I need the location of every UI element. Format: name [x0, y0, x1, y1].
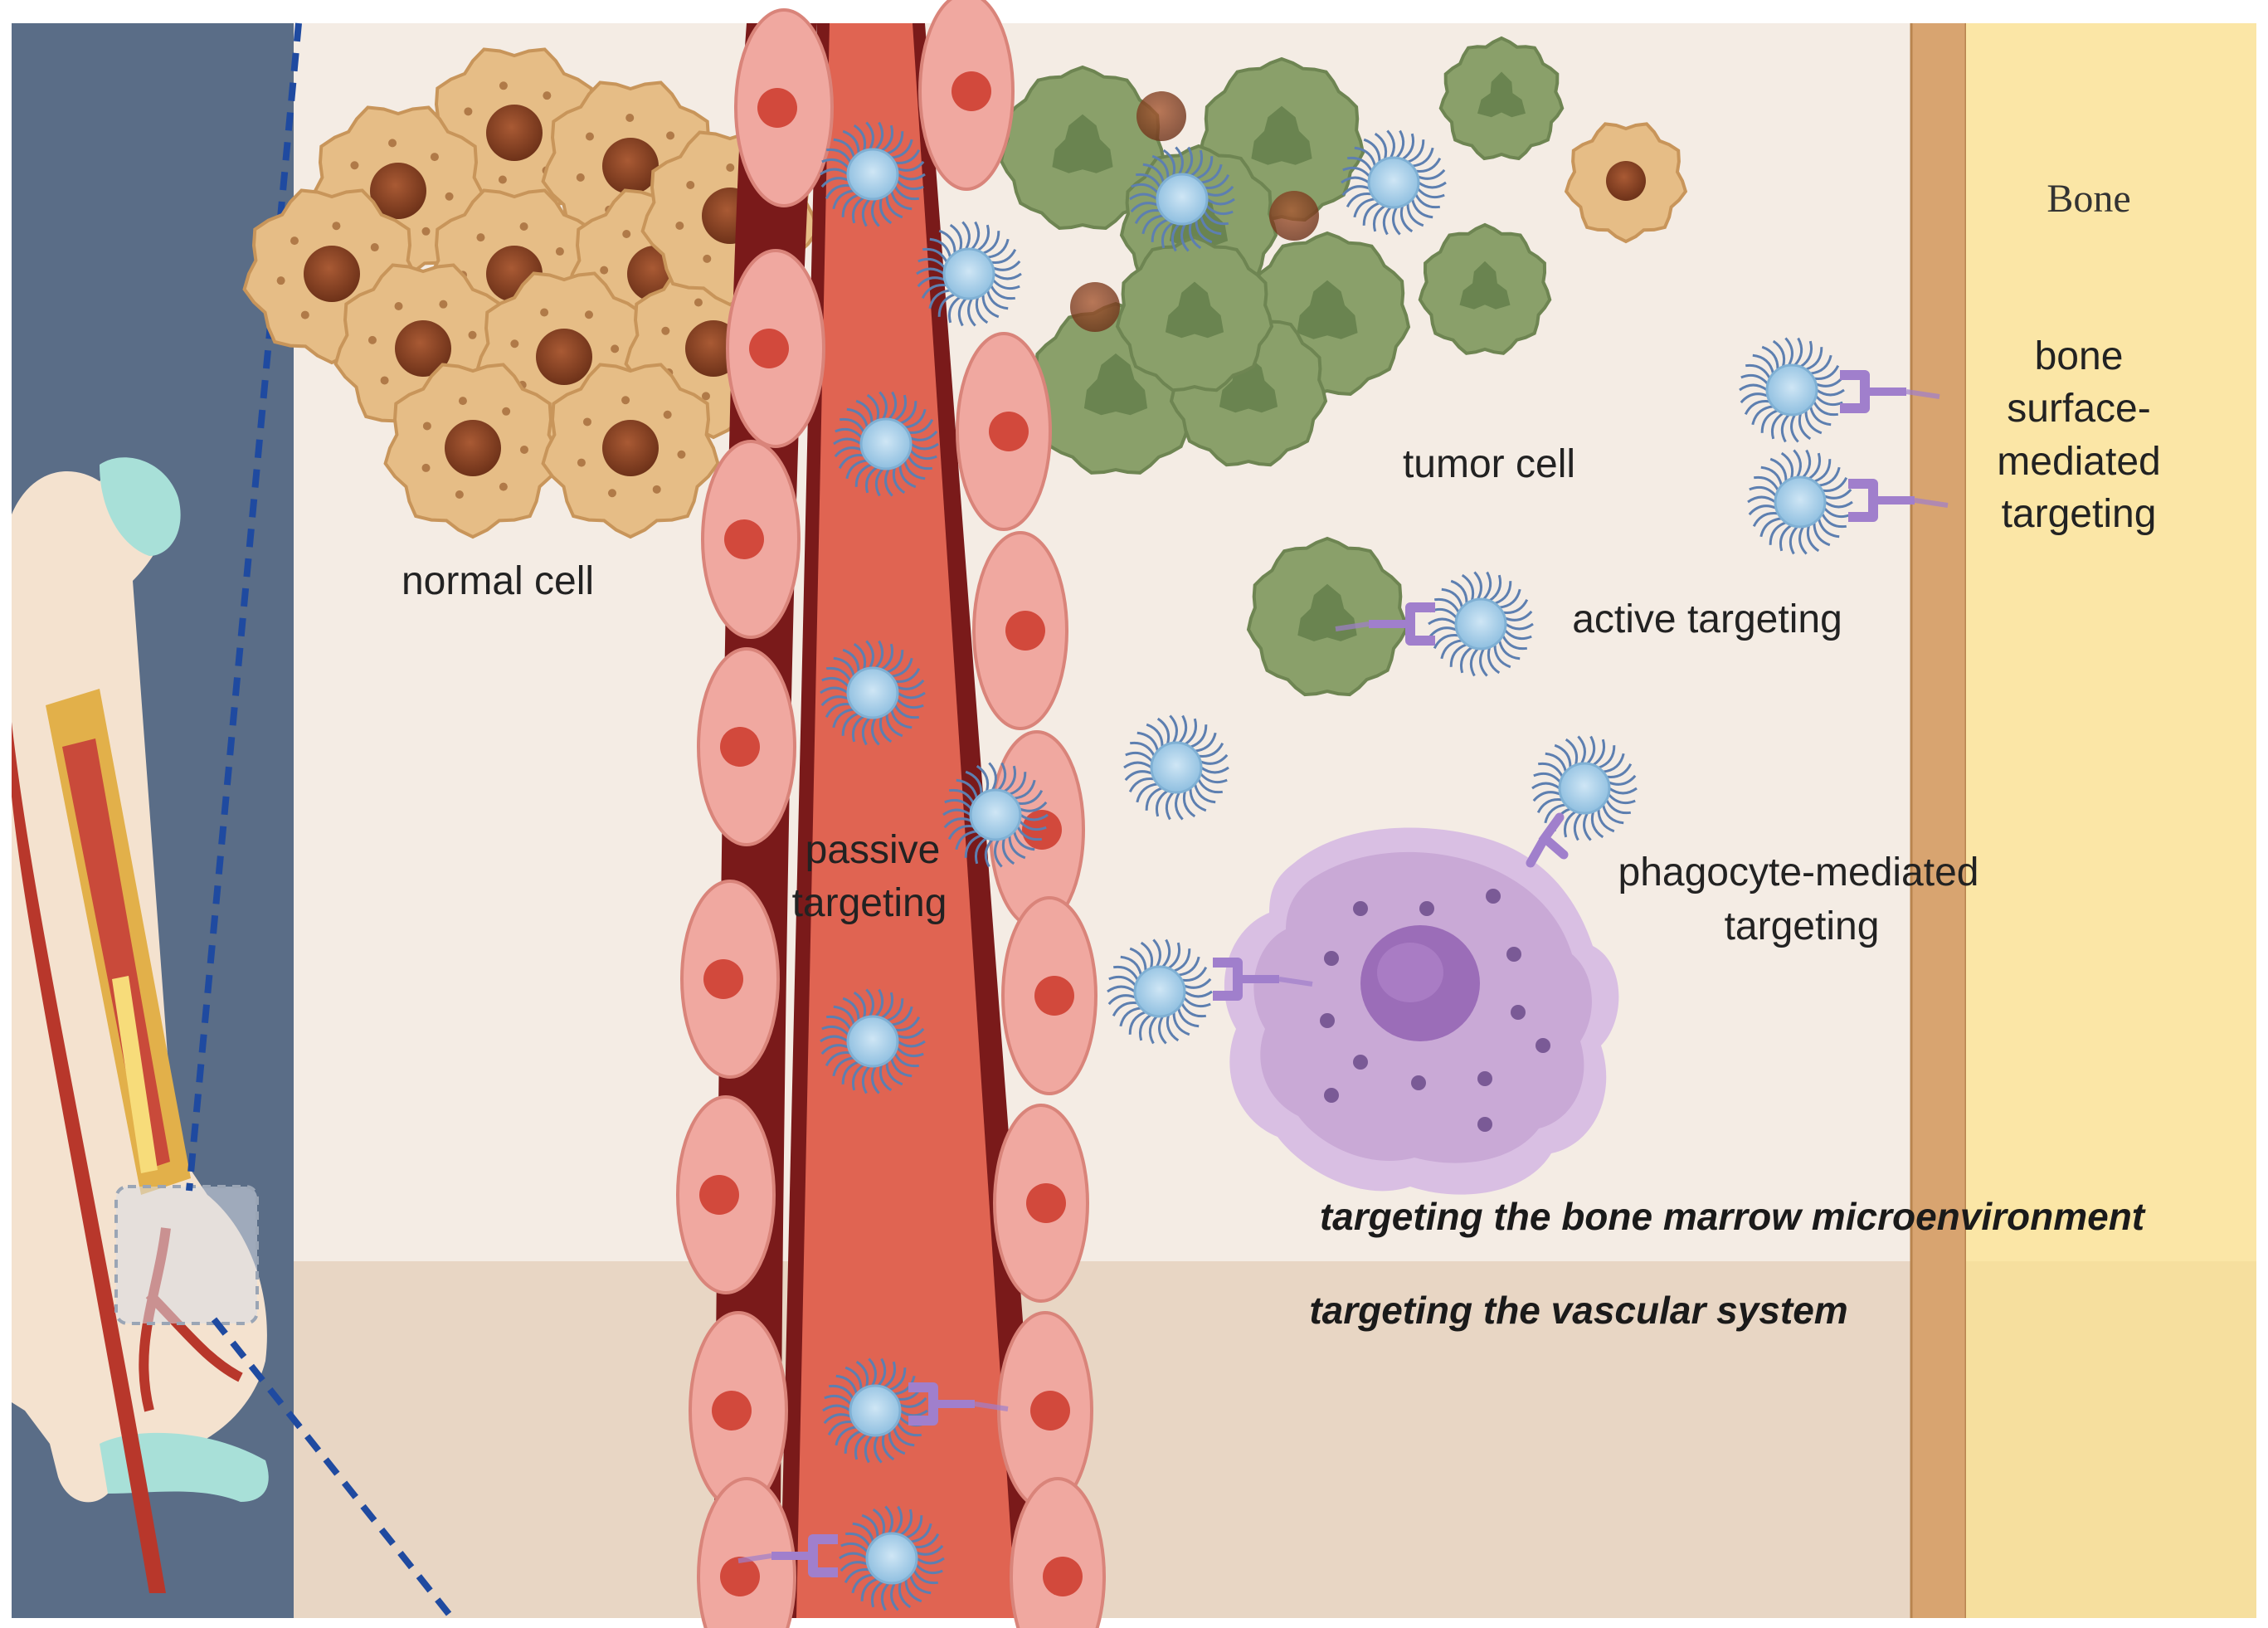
- tumor-cell-cluster: [999, 36, 1565, 697]
- bone-surface-label-4: targeting: [2002, 492, 2157, 536]
- normal-cell-icon: [1269, 191, 1319, 241]
- normal-cell-label: normal cell: [402, 559, 594, 603]
- nanoparticle-group: [820, 121, 1853, 1611]
- granule: [1477, 1071, 1492, 1086]
- normal-cell-icon: [1564, 122, 1688, 244]
- endothelial-cell-icon: [956, 332, 1052, 531]
- normal-cell-cluster: [242, 47, 1688, 539]
- bone-area: [1966, 23, 2256, 1261]
- nanoparticle-icon: [916, 221, 1022, 327]
- ligand-icon: [737, 1534, 838, 1577]
- endothelial-cell-icon: [1001, 896, 1097, 1095]
- nanoparticle-icon: [1129, 146, 1235, 252]
- nanoparticle-icon: [820, 640, 926, 746]
- endothelial-cell-icon: [726, 249, 825, 448]
- granule: [1324, 951, 1339, 966]
- phagocyte-label-1: phagocyte-mediated: [1618, 851, 1979, 894]
- ligand-group: [737, 370, 1949, 1577]
- bone-surface-label-3: mediated: [1997, 440, 2160, 484]
- zoom-box: [114, 1185, 259, 1325]
- granule: [1353, 1055, 1368, 1070]
- ligand-icon: [1848, 479, 1949, 522]
- nanoparticle-icon: [1739, 337, 1845, 443]
- granule: [1353, 901, 1368, 916]
- nanoparticle-icon: [820, 121, 926, 227]
- ligand-icon: [908, 1382, 1009, 1426]
- tumor-cell-label: tumor cell: [1403, 442, 1575, 486]
- bone-label: Bone: [2047, 177, 2130, 221]
- nanoparticle-icon: [820, 988, 926, 1094]
- bone-cortex: [1911, 23, 1966, 1618]
- tumor-cell-icon: [1115, 235, 1274, 392]
- granule: [1511, 1005, 1526, 1020]
- ligand-icon: [1213, 958, 1313, 1001]
- nanoparticle-icon: [1428, 571, 1534, 677]
- normal-cell-icon: [541, 363, 720, 539]
- nanoparticle-icon: [942, 762, 1049, 868]
- endothelial-cell-icon: [680, 880, 780, 1079]
- microenvironment-label: targeting the bone marrow microenvironme…: [1320, 1195, 2146, 1238]
- nanoparticle-icon: [1107, 938, 1213, 1045]
- tumor-cell-icon: [1418, 222, 1552, 355]
- endothelial-cell-icon: [1010, 1477, 1106, 1628]
- bone-area-lower: [1966, 1261, 2256, 1618]
- endothelial-cell-icon: [697, 647, 796, 846]
- nanoparticle-icon: [1531, 735, 1638, 841]
- passive-targeting-label-2: targeting: [792, 881, 947, 925]
- phagocyte-label-2: targeting: [1725, 904, 1880, 948]
- phagocyte-icon: [1224, 827, 1619, 1195]
- ligand-icon: [1840, 370, 1940, 413]
- tumor-cell-icon: [1438, 36, 1565, 161]
- endothelial-cell-icon: [734, 8, 834, 207]
- normal-cell-icon: [383, 363, 562, 539]
- ligand-icon: [1335, 602, 1435, 646]
- femur-icon: [12, 457, 269, 1593]
- endothelial-cell-icon: [997, 1311, 1093, 1510]
- passive-targeting-label-1: passive: [805, 828, 941, 872]
- endothelial-lining: [676, 0, 1106, 1628]
- granule: [1486, 889, 1501, 904]
- endothelial-cell-icon: [701, 440, 801, 639]
- zoom-line-bottom: [211, 1317, 455, 1621]
- granule: [1320, 1013, 1335, 1028]
- granule: [1411, 1075, 1426, 1090]
- vascular-label: targeting the vascular system: [1309, 1289, 1847, 1332]
- granule: [1477, 1117, 1492, 1132]
- endothelial-cell-icon: [993, 1104, 1089, 1303]
- active-targeting-label: active targeting: [1572, 597, 1842, 641]
- bone-surface-label-1: bone: [2035, 334, 2124, 378]
- granule: [1419, 901, 1434, 916]
- granule: [1536, 1038, 1550, 1053]
- normal-cell-icon: [1136, 91, 1186, 141]
- nanoparticle-icon: [1747, 449, 1853, 555]
- bone-surface-label-2: surface-: [2007, 387, 2150, 431]
- granule: [1506, 947, 1521, 962]
- nanoparticle-icon: [1341, 129, 1447, 236]
- ligand-icon: [1526, 812, 1569, 868]
- nanoparticle-icon: [1123, 714, 1229, 821]
- nanoparticle-icon: [839, 1505, 945, 1611]
- granule: [1324, 1088, 1339, 1103]
- endothelial-cell-icon: [918, 0, 1015, 191]
- endothelial-cell-icon: [972, 531, 1068, 730]
- endothelial-cell-icon: [676, 1095, 776, 1294]
- normal-cell-icon: [1070, 282, 1120, 332]
- nanoparticle-icon: [833, 391, 939, 497]
- endothelial-cell-icon: [697, 1477, 796, 1628]
